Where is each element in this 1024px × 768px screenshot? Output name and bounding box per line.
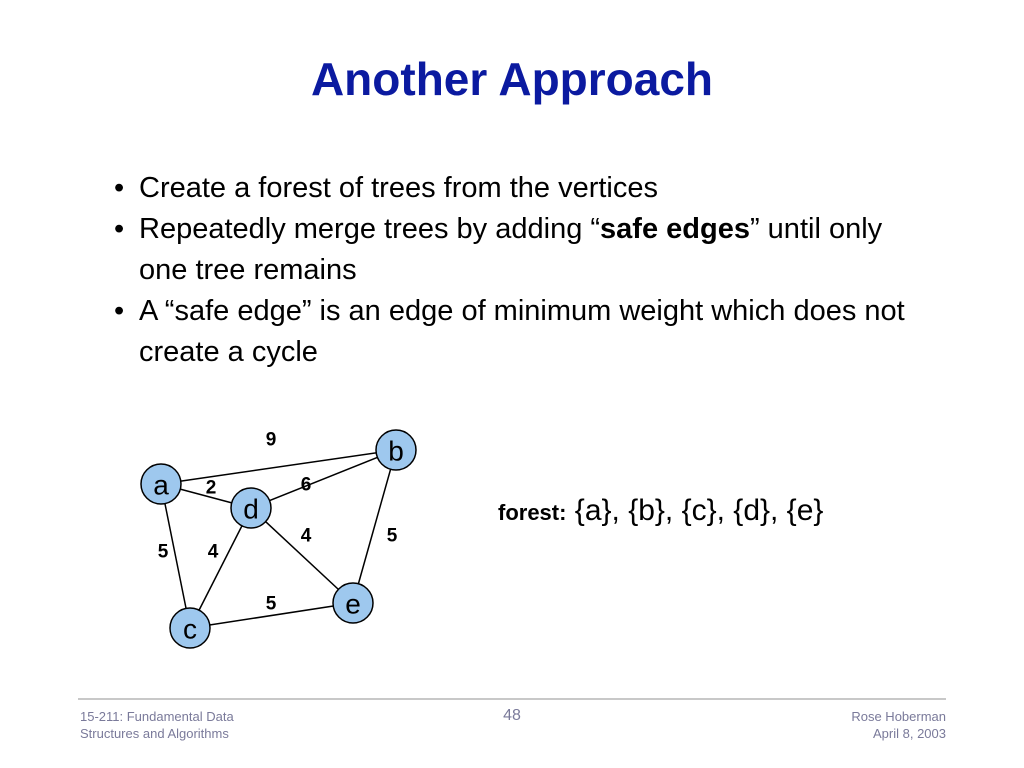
edge-d-e: [250, 507, 354, 604]
edge-a-c: [160, 483, 191, 629]
bullet-text-post: ” until only one tree remains: [139, 213, 883, 286]
edge-weight-c-e: 5: [266, 594, 277, 615]
forest-readout: forest: {a}, {b}, {c}, {d}, {e}: [498, 494, 823, 528]
node-c: [169, 607, 211, 649]
node-label-b: b: [388, 436, 404, 467]
bullet-text: Create a forest of trees from the vertic…: [139, 172, 658, 204]
footer-course: 15-211: Fundamental Data Structures and …: [80, 708, 234, 742]
bullet-list: Create a forest of trees from the vertic…: [112, 168, 932, 373]
edge-weight-a-b: 9: [266, 430, 277, 451]
forest-value: {a}, {b}, {c}, {d}, {e}: [574, 494, 824, 527]
safe-edges-emphasis: safe edges: [600, 213, 750, 245]
edge-b-e: [352, 449, 397, 604]
footer-date: April 8, 2003: [873, 726, 946, 741]
edge-d-c: [189, 507, 252, 629]
edge-d-b: [250, 449, 397, 509]
node-label-a: a: [153, 470, 169, 501]
edge-weight-a-d: 2: [206, 478, 217, 499]
node-b: [375, 429, 417, 471]
bullet-item: Create a forest of trees from the vertic…: [112, 168, 932, 209]
node-label-c: c: [183, 614, 197, 645]
node-label-d: d: [243, 494, 259, 525]
edge-c-e: [189, 602, 354, 629]
forest-label: forest:: [498, 500, 567, 525]
node-label-e: e: [345, 589, 361, 620]
node-d: [230, 487, 272, 529]
edge-a-b: [160, 449, 397, 485]
footer-author: Rose Hoberman April 8, 2003: [746, 708, 946, 742]
bullet-text-pre: Repeatedly merge trees by adding “: [139, 213, 601, 245]
footer-author-name: Rose Hoberman: [851, 709, 946, 724]
footer-divider: [78, 698, 946, 700]
bullet-item: A “safe edge” is an edge of minimum weig…: [112, 291, 932, 373]
slide-title: Another Approach: [310, 53, 714, 105]
edge-weight-a-c: 5: [158, 542, 169, 563]
edge-weight-b-e: 5: [387, 526, 398, 547]
page-number: 48: [503, 707, 521, 724]
bullet-text: A “safe edge” is an edge of minimum weig…: [139, 295, 905, 368]
node-e: [332, 582, 374, 624]
edge-weight-d-e: 4: [301, 526, 312, 547]
bullet-item: Repeatedly merge trees by adding “safe e…: [112, 209, 932, 291]
edge-weight-d-c: 4: [208, 542, 219, 563]
footer-course-line1: 15-211: Fundamental Data: [80, 709, 234, 724]
edge-weight-d-b: 6: [301, 475, 312, 496]
node-a: [140, 463, 182, 505]
footer-course-line2: Structures and Algorithms: [80, 726, 229, 741]
